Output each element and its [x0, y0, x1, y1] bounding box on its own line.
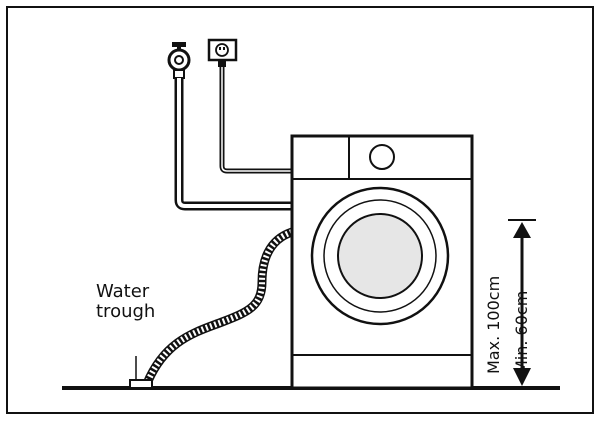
washing-machine	[290, 134, 474, 390]
water-trough-label: Water trough	[96, 282, 155, 322]
power-cord	[219, 67, 292, 174]
drain-hose	[141, 227, 294, 388]
diagram-frame	[6, 6, 594, 414]
water-tap-icon	[167, 42, 191, 79]
water-trough-line1: Water	[96, 281, 150, 302]
machine-drum	[337, 213, 423, 299]
inlet-hose	[174, 78, 292, 211]
program-knob	[369, 144, 395, 170]
water-trough-marker	[129, 356, 153, 389]
water-trough-line2: trough	[96, 301, 156, 322]
power-socket-icon	[207, 38, 238, 67]
height-dimension-arrow	[508, 219, 536, 386]
max-height-label: Max. 100cm	[484, 275, 503, 374]
min-height-label: Min. 60cm	[512, 290, 531, 374]
